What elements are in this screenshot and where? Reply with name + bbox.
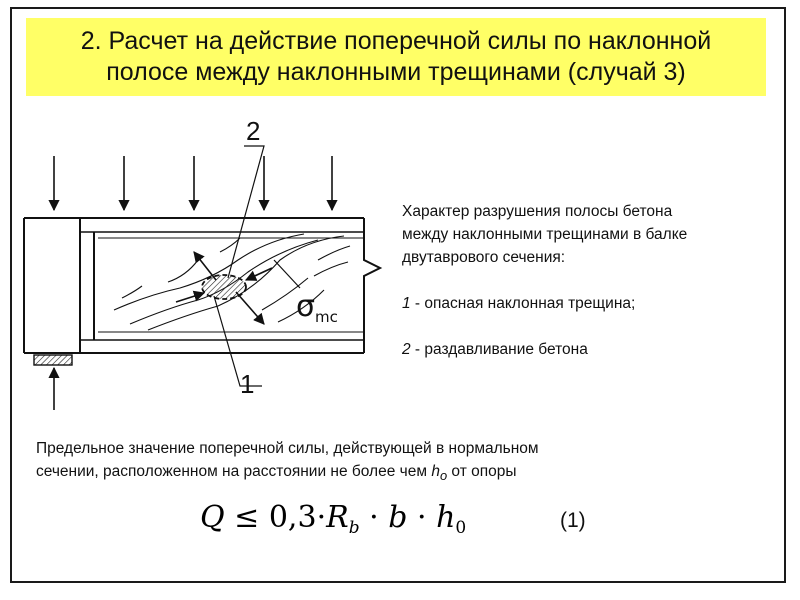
- label-crack: 1: [240, 369, 254, 399]
- leader-lines: [213, 145, 301, 387]
- slide-title: 2. Расчет на действие поперечной силы по…: [80, 27, 712, 86]
- desc-line: двутаврового сечения:: [402, 249, 566, 266]
- limit-description: Предельное значение поперечной силы, дей…: [36, 437, 776, 487]
- cracks: [113, 233, 351, 331]
- desc-line: Характер разрушения полосы бетона: [402, 203, 673, 220]
- h-var: h: [431, 463, 440, 480]
- stress-arrows: [175, 251, 273, 325]
- sigma-symbol: σ: [296, 289, 315, 324]
- desc-line: между наклонными трещинами в балке: [402, 226, 688, 243]
- legend-num: 1: [402, 295, 411, 312]
- legend-num: 2: [402, 341, 411, 358]
- crushing-zone: [201, 274, 247, 300]
- support-pad: [33, 354, 73, 366]
- equation-number: (1): [560, 509, 586, 532]
- legend-item-crush: 2 - раздавливание бетона: [402, 341, 588, 358]
- limit-line: сечении, расположенном на расстоянии не …: [36, 463, 517, 484]
- title-band: 2. Расчет на действие поперечной силы по…: [26, 18, 766, 96]
- legend-item-crack: 1 - опасная наклонная трещина;: [402, 295, 636, 312]
- label-crush: 2: [246, 116, 260, 146]
- failure-description: Характер разрушения полосы бетона между …: [402, 200, 782, 361]
- sigma-label: σmc: [296, 289, 338, 326]
- limit-line: Предельное значение поперечной силы, дей…: [36, 440, 539, 457]
- sigma-subscript: mc: [315, 308, 338, 326]
- slide-frame: [10, 7, 786, 583]
- h-sub: o: [439, 468, 448, 484]
- shear-formula: Q ≤ 0,3·Rb · b · h0: [200, 500, 467, 538]
- load-arrows: [48, 156, 338, 212]
- beam: [23, 217, 383, 354]
- beam-diagram: 2 1 σmc: [23, 116, 383, 410]
